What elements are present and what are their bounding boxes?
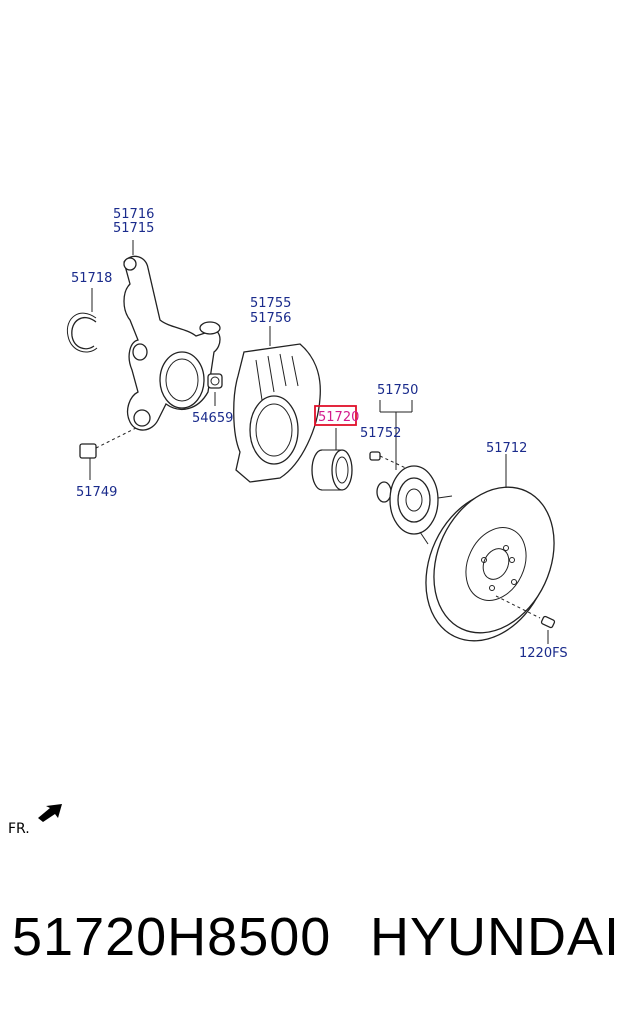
label-51756[interactable]: 51756 (250, 311, 291, 326)
front-arrow-icon (38, 804, 62, 822)
label-51718[interactable]: 51718 (71, 271, 112, 286)
label-51750[interactable]: 51750 (377, 383, 418, 398)
label-51749[interactable]: 51749 (76, 485, 117, 500)
fr-label: FR. (8, 821, 30, 837)
label-51715[interactable]: 51715 (113, 221, 154, 236)
wheel-hub (376, 400, 453, 545)
highlight-box (314, 405, 357, 426)
label-51720[interactable]: 51720 (318, 410, 359, 425)
screw-1220fs (495, 595, 556, 644)
label-51752[interactable]: 51752 (360, 426, 401, 441)
label-51755[interactable]: 51755 (250, 296, 291, 311)
steering-knuckle (123, 240, 221, 431)
brake-disc (425, 454, 555, 642)
label-1220fs[interactable]: 1220FS (519, 646, 568, 661)
nut-54659 (207, 373, 223, 406)
label-51712[interactable]: 51712 (486, 441, 527, 456)
wheel-bearing (311, 428, 353, 491)
dust-cover (233, 326, 321, 483)
parts-diagram: 51716 51715 51718 51755 51756 54659 5172… (8, 207, 568, 837)
bolt-51749 (79, 427, 137, 480)
front-direction-marker: FR. (8, 804, 62, 837)
footer-brand: HYUNDAI (370, 907, 620, 967)
label-51716[interactable]: 51716 (113, 207, 154, 222)
label-54659[interactable]: 54659 (192, 411, 233, 426)
hub-bolt-51752 (369, 451, 411, 471)
snap-ring (66, 288, 98, 353)
footer-part-number: 51720H8500 (12, 907, 332, 967)
